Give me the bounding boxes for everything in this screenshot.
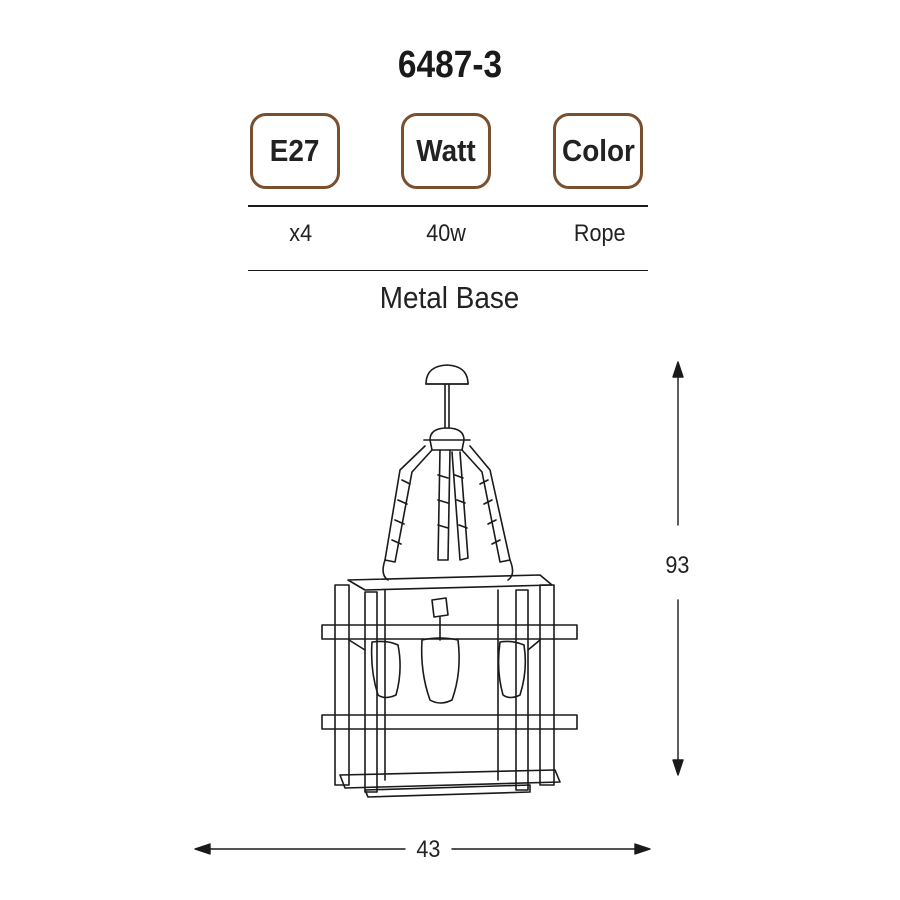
socket-type-label: E27: [270, 133, 320, 168]
height-value: 93: [664, 552, 691, 580]
rope-hub: [423, 427, 471, 451]
color-value: Rope: [574, 220, 626, 247]
spec-divider-top: [248, 205, 648, 207]
color-label: Color: [561, 133, 635, 168]
ceiling-canopy: [425, 364, 469, 385]
wattage-badge: Watt: [401, 113, 491, 189]
width-dimension-line: [194, 843, 651, 855]
suspension-rod: [444, 384, 450, 431]
wattage-value: 40w: [426, 220, 466, 247]
material-text: Metal Base: [380, 280, 520, 315]
metal-cage: [321, 574, 578, 798]
bulbs: [370, 597, 527, 704]
wattage-label: Watt: [416, 133, 476, 168]
ropes: [382, 445, 514, 581]
spec-divider-bottom: [248, 270, 648, 271]
socket-type-badge: E27: [250, 113, 340, 189]
socket-count-value: x4: [289, 220, 313, 247]
color-badge: Color: [553, 113, 643, 189]
product-code: 6487-3: [397, 44, 503, 86]
width-value: 43: [411, 836, 446, 864]
height-dimension-line: [672, 361, 684, 776]
